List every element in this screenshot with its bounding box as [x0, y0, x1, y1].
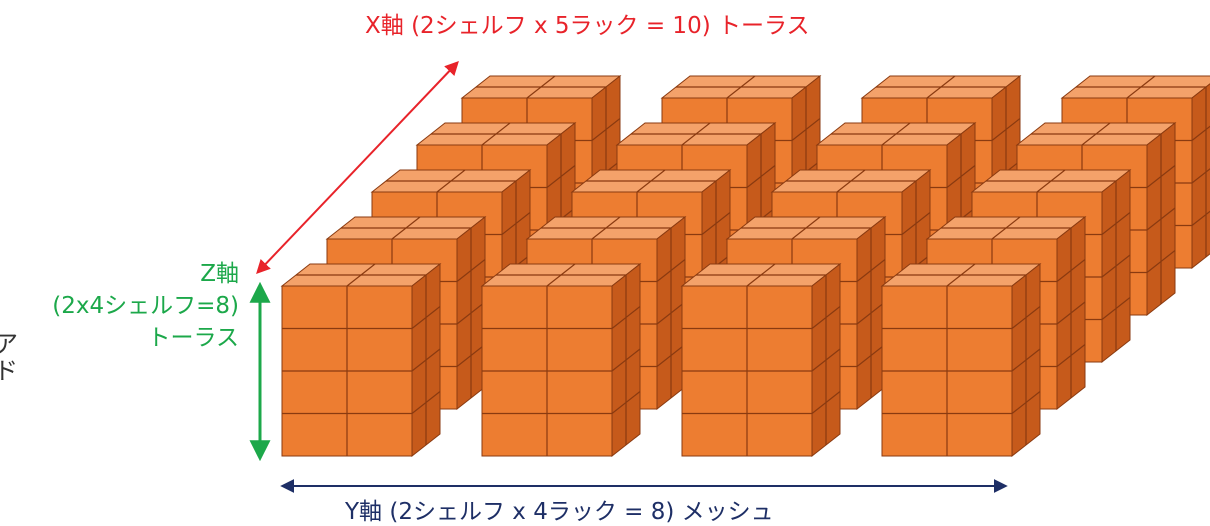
rack-block: [280, 262, 442, 458]
z-axis-label-line3: トーラス: [147, 325, 239, 351]
x-axis-arrow: [256, 60, 459, 275]
clipped-side-label: ア ド: [0, 331, 18, 385]
z-axis-label-line2: (2x4シェルフ=8): [52, 293, 239, 319]
clipped-side-label-line2: ド: [0, 357, 18, 385]
rack-block: [680, 262, 842, 458]
rack-block: [480, 262, 642, 458]
rack-block: [880, 262, 1042, 458]
clipped-side-label-line1: ア: [0, 330, 18, 358]
rack-block-side: [1191, 83, 1210, 270]
z-axis-label-line1: Z軸: [200, 261, 239, 287]
z-axis-label: Z軸 (2x4シェルフ=8) トーラス: [52, 258, 239, 354]
x-axis-label: X軸 (2シェルフ x 5ラック = 10) トーラス: [365, 13, 810, 39]
